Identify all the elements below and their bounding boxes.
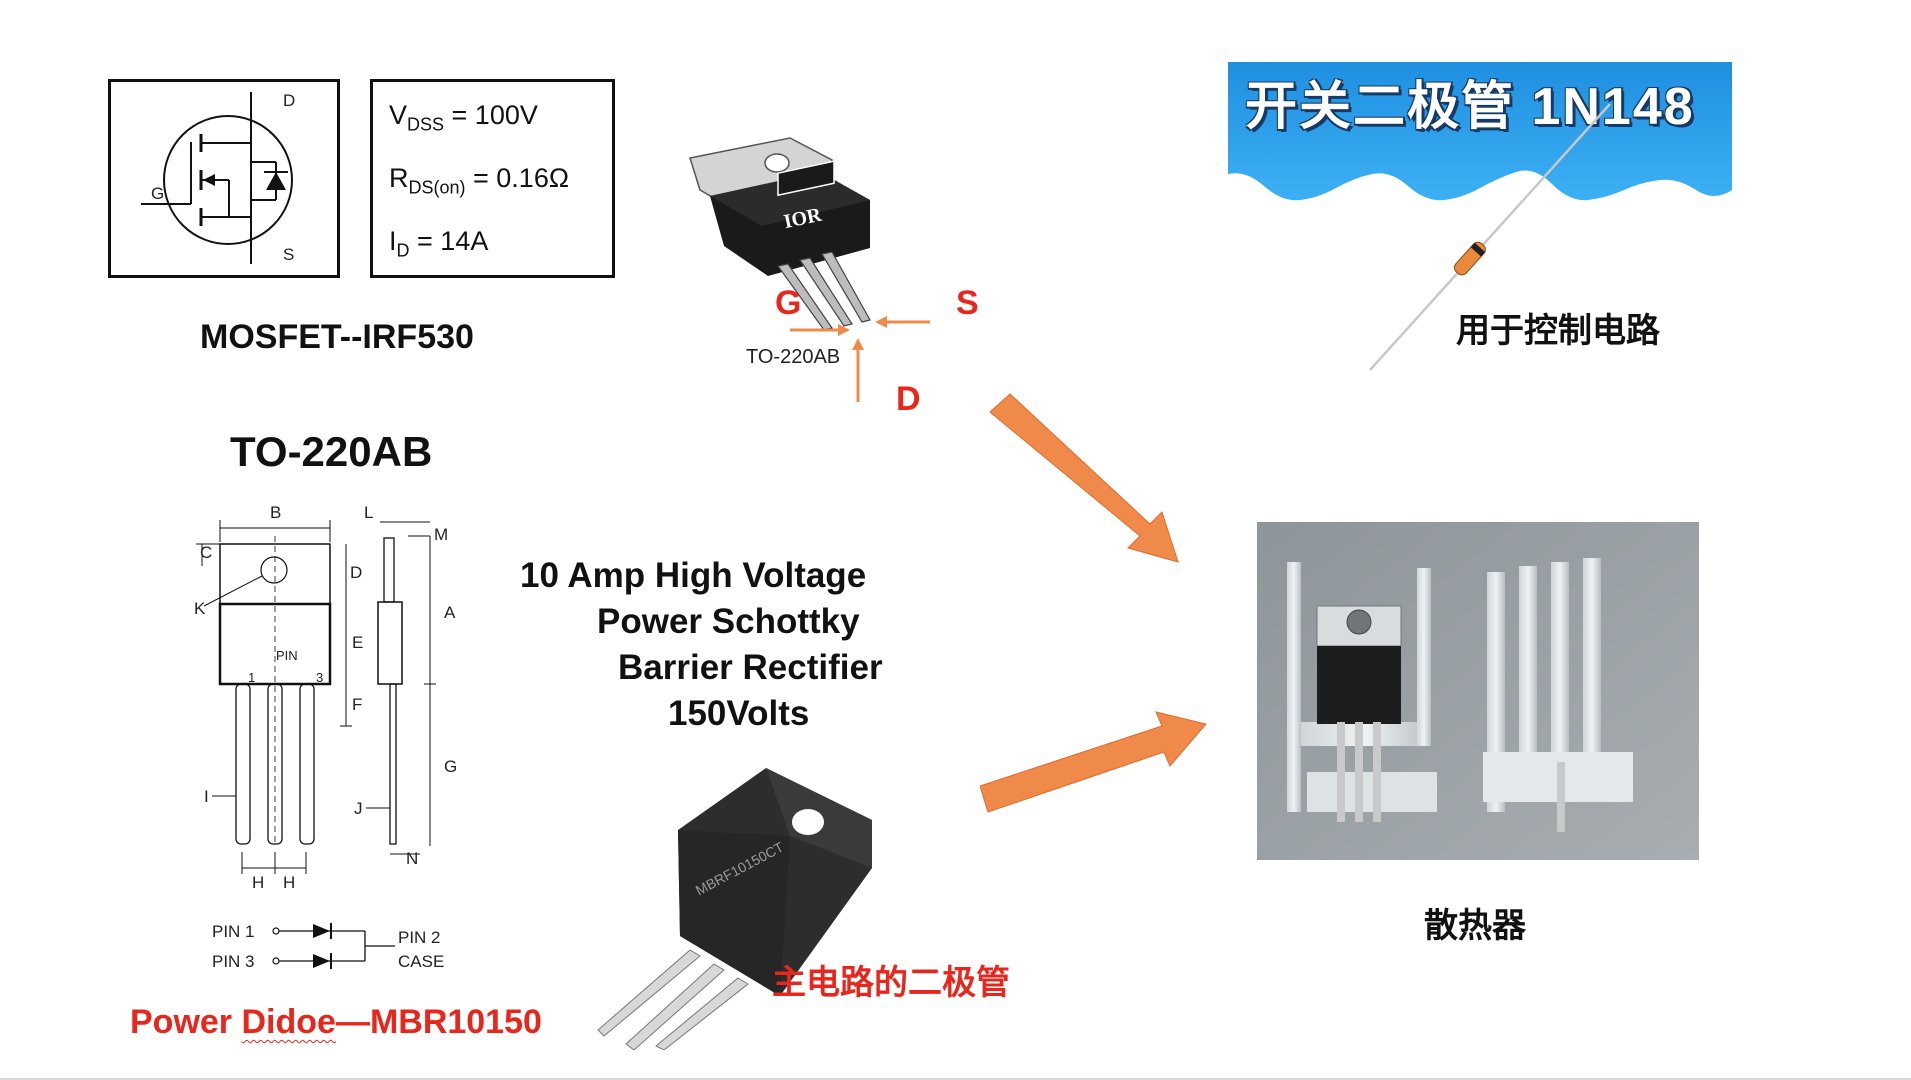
spec-rdson: RDS(on) = 0.16Ω — [389, 163, 570, 198]
1n148-banner — [1228, 62, 1732, 201]
arrows — [980, 393, 1207, 813]
1n148-banner-title: 开关二极管 1N148 — [1245, 78, 1695, 136]
dim-j: J — [354, 799, 363, 818]
main-circuit-diode-label: 主电路的二极管 — [772, 964, 1010, 1002]
ir-logo-box — [777, 160, 835, 197]
mosfet-symbol-box: D G S — [108, 79, 340, 278]
dim-i: I — [204, 787, 209, 806]
dim-m: M — [434, 525, 448, 544]
dim-a: A — [444, 603, 456, 622]
dim-g: G — [444, 757, 457, 776]
pin-g-label: G — [775, 284, 802, 322]
mbr10150-photo: MBRF10150CT — [597, 768, 872, 1050]
spec-id: ID = 14A — [389, 226, 489, 261]
dim-e: E — [352, 633, 363, 652]
diode-pinout-schematic: PIN 1 PIN 3 PIN 2 CASE — [212, 922, 444, 971]
dim-c: C — [200, 543, 212, 562]
drain-label: D — [283, 91, 295, 110]
dim-f: F — [352, 695, 362, 714]
to220-photo: IOR — [689, 137, 930, 402]
pinout-case: CASE — [398, 952, 444, 971]
pinout-pin1: PIN 1 — [212, 922, 255, 941]
pin-s-label: S — [956, 284, 979, 322]
pin-3-number: 3 — [316, 670, 323, 685]
schottky-line-2: Power Schottky — [597, 602, 860, 641]
arrow-to-heatsink-top — [989, 393, 1179, 563]
dim-n: N — [406, 849, 418, 868]
mosfet-symbol: D G S — [141, 91, 295, 264]
pinout-pin2: PIN 2 — [398, 928, 441, 947]
pinout-pin3: PIN 3 — [212, 952, 255, 971]
mosfet-specs-box: VDSS = 100V RDS(on) = 0.16Ω ID = 14A — [370, 79, 615, 278]
heatsink-label: 散热器 — [1424, 907, 1526, 945]
package-drawing-title: TO-220AB — [230, 428, 433, 475]
pin-label: PIN — [276, 648, 298, 663]
control-circuit-label: 用于控制电路 — [1456, 312, 1660, 350]
package-photo-label: TO-220AB — [746, 346, 841, 368]
1n148-diode-photo — [1369, 103, 1611, 371]
pin-1-number: 1 — [248, 670, 255, 685]
slide-bottom-border — [0, 1078, 1911, 1080]
dim-k: K — [194, 599, 206, 618]
spec-vdss: VDSS = 100V — [389, 100, 538, 135]
power-diode-caption: Power Didoe—MBR10150 — [130, 1003, 542, 1041]
schottky-line-4: 150Volts — [668, 694, 810, 733]
dim-h-right: H — [283, 873, 295, 892]
dim-h-left: H — [252, 873, 264, 892]
dim-b: B — [270, 503, 281, 522]
source-label: S — [283, 245, 294, 264]
dim-d: D — [350, 563, 362, 582]
schottky-description: 10 Amp High Voltage Power Schottky Barri… — [520, 553, 940, 737]
gate-label: G — [151, 184, 164, 203]
heatsink-photo — [1257, 522, 1699, 860]
schottky-line-3: Barrier Rectifier — [618, 648, 883, 687]
arrow-to-heatsink-bottom — [980, 711, 1207, 813]
schottky-line-1: 10 Amp High Voltage — [520, 556, 867, 595]
dim-l: L — [364, 503, 373, 522]
pin-d-label: D — [896, 380, 921, 418]
to220-outline-drawing: B L M C D K A E PIN 1 3 F G I J H H N — [194, 503, 457, 892]
mosfet-title: MOSFET--IRF530 — [200, 318, 474, 356]
